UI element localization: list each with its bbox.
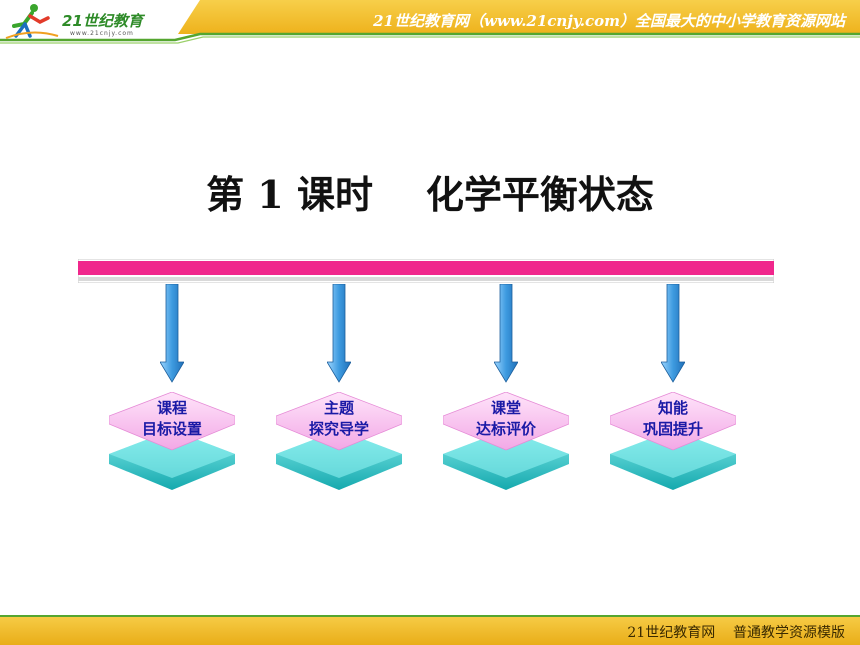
nav-box-course-objectives[interactable]: 课程 目标设置 (109, 392, 235, 498)
title-divider-bar (78, 259, 774, 283)
down-arrow-icon (160, 284, 184, 383)
nav-box-label-line1: 知能 (657, 399, 688, 417)
header-bar (0, 0, 860, 44)
nav-box-label-line1: 主题 (323, 399, 354, 417)
box-shape (109, 392, 235, 490)
nav-box-class-assessment[interactable]: 课堂 达标评价 (443, 392, 569, 498)
logo-subtext: www.21cnjy.com (70, 30, 134, 37)
nav-box-label-line2: 巩固提升 (642, 420, 703, 438)
down-arrow-icon (327, 284, 351, 383)
nav-box-label[interactable]: 知能 巩固提升 (610, 398, 736, 440)
nav-box-topic-inquiry[interactable]: 主题 探究导学 (276, 392, 402, 498)
nav-box-label[interactable]: 课程 目标设置 (109, 398, 235, 440)
nav-box-knowledge-consolidation[interactable]: 知能 巩固提升 (610, 392, 736, 498)
footer-text: 21世纪教育网 普通教学资源模版 (627, 625, 845, 641)
nav-box-label[interactable]: 课堂 达标评价 (443, 398, 569, 440)
down-arrow-icon (661, 284, 685, 383)
box-shape (276, 392, 402, 490)
nav-box-label-line2: 目标设置 (141, 420, 202, 438)
down-arrow-icon (494, 284, 518, 383)
nav-box-label-line2: 达标评价 (475, 420, 536, 438)
nav-box-label-line2: 探究导学 (308, 420, 369, 438)
header-slogan: 21世纪教育网（www.21cnjy.com）全国最大的中小学教育资源网站 (373, 12, 845, 30)
logo-runner-icon (5, 4, 59, 39)
box-shape (610, 392, 736, 490)
footer-bar (0, 615, 860, 645)
logo-text: 21世纪教育 (62, 12, 143, 30)
nav-box-label-line1: 课堂 (490, 399, 521, 417)
page-title: 第 1 课时 化学平衡状态 (206, 172, 654, 217)
nav-box-label[interactable]: 主题 探究导学 (276, 398, 402, 440)
box-shape (443, 392, 569, 490)
nav-box-label-line1: 课程 (156, 399, 187, 417)
